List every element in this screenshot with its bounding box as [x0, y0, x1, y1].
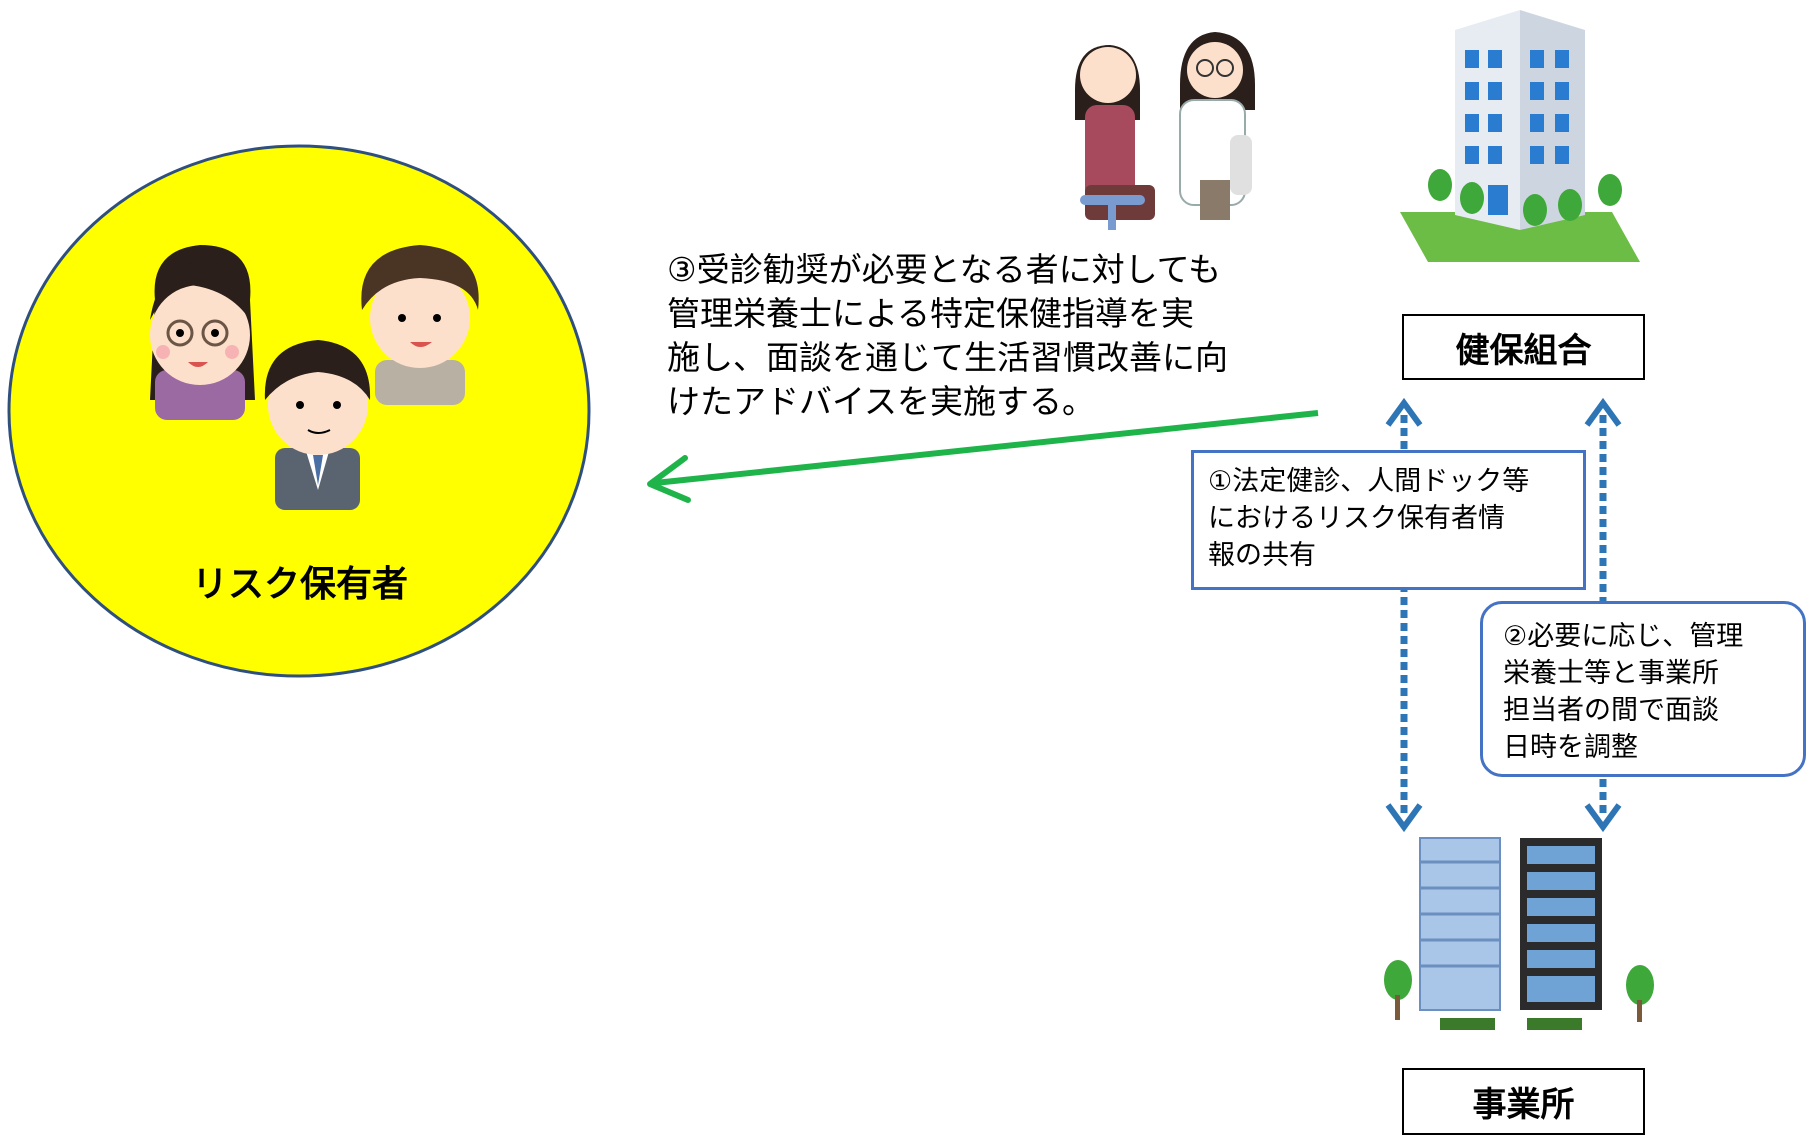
step3-text: ③受診勧奨が必要となる者に対しても 管理栄養士による特定保健指導を実 施し、面談… — [667, 250, 1228, 421]
consultation-icon — [1075, 32, 1255, 230]
kenpo-label: 健保組合 — [1455, 330, 1592, 371]
people-group-icon — [150, 245, 479, 510]
kenpo-label-box: 健保組合 — [1402, 314, 1645, 380]
office-label-box: 事業所 — [1402, 1068, 1645, 1135]
office-label: 事業所 — [1472, 1085, 1575, 1125]
step1-box: ①法定健診、人間ドック等 におけるリスク保有者情 報の共有 — [1191, 450, 1586, 590]
risk-group-label: リスク保有者 — [191, 564, 408, 605]
office-buildings-icon — [1384, 837, 1654, 1030]
green-arrow — [647, 410, 1319, 503]
step2-box: ②必要に応じ、管理 栄養士等と事業所 担当者の間で面談 日時を調整 — [1480, 601, 1806, 777]
kenpo-building-icon — [1400, 10, 1640, 262]
